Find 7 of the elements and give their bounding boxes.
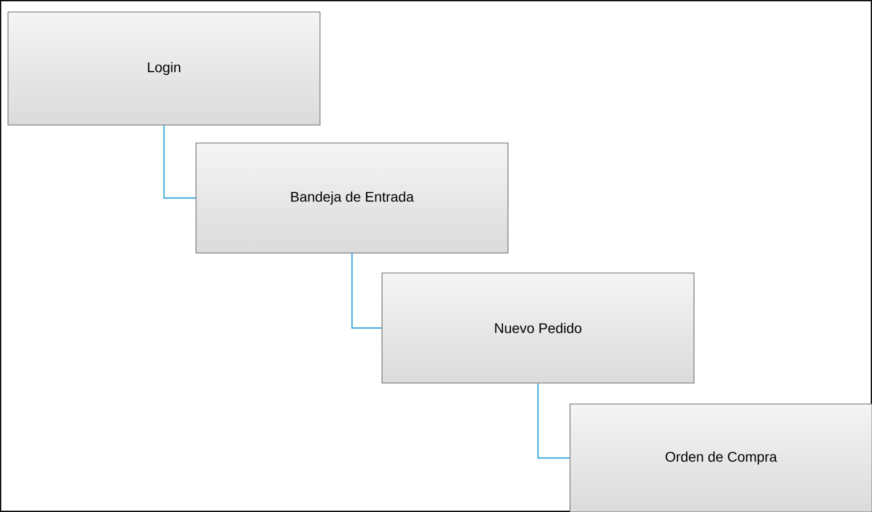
page-box: Orden de Compra — [570, 404, 872, 512]
connector-line — [537, 383, 570, 459]
connector-line — [351, 253, 382, 329]
page-box: Nuevo Pedido — [382, 272, 694, 384]
page-box: Bandeja de Entrada — [196, 142, 508, 254]
connector-line — [163, 125, 196, 199]
page-box: Login — [8, 12, 320, 126]
